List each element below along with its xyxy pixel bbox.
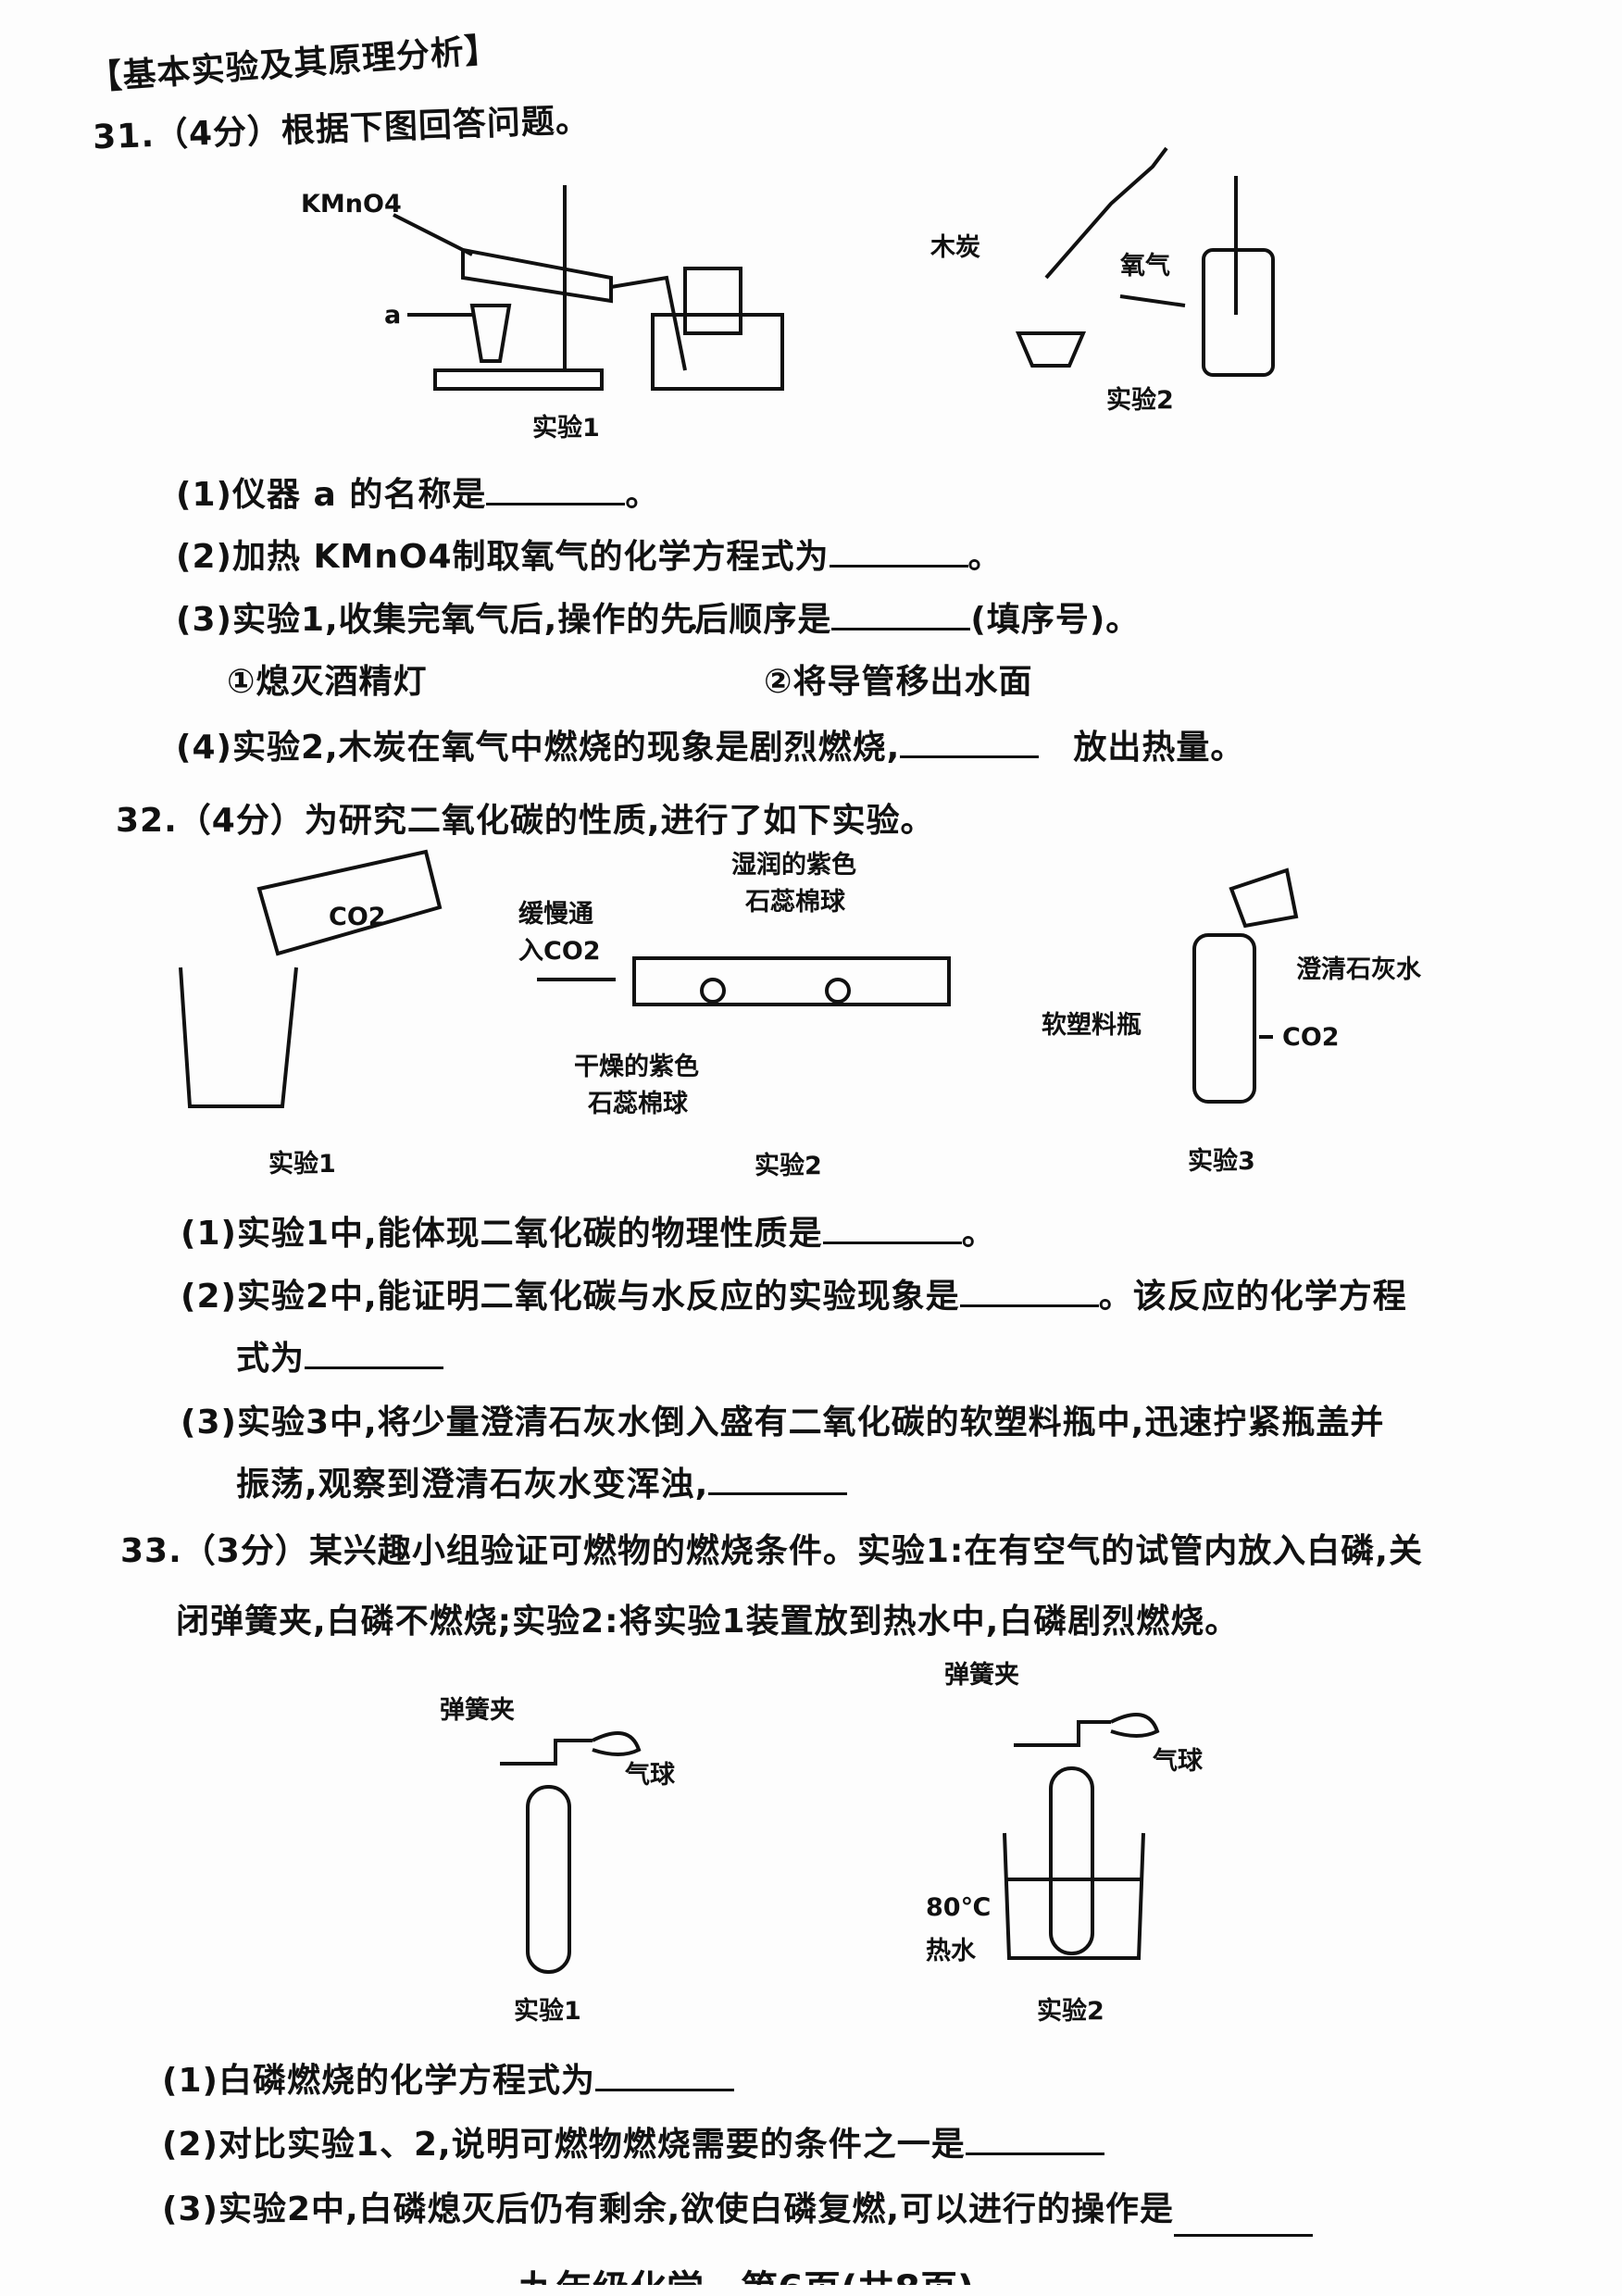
answer-blank[interactable] <box>1174 2206 1314 2237</box>
q32-item-3-cont: 振荡,观察到澄清石灰水变浑浊, <box>236 1457 848 1505</box>
kmno4-apparatus-drawing <box>393 185 784 391</box>
co2-experiments-drawing <box>179 849 1299 1108</box>
q31-3-mid: 顺序是 <box>729 601 832 639</box>
q31-item-4: (4)实验2,木炭在氧气中燃烧的现象是剧烈燃烧, 放出热量。 <box>176 720 1244 768</box>
exp1-caption: 实验1 <box>514 1997 581 2026</box>
exp3-caption: 实验3 <box>1188 1147 1255 1176</box>
charcoal-label: 木炭 <box>930 233 980 262</box>
kmno4-label: KMnO4 <box>301 190 402 218</box>
section-title: 【基本实验及其原理分析】 <box>87 31 501 98</box>
exp2-caption: 实验2 <box>1037 1997 1104 2026</box>
q32-item-3: (3)实验3中,将少量澄清石灰水倒入盛有二氧化碳的软塑料瓶中,迅速拧紧瓶盖并 <box>181 1404 1385 1441</box>
answer-blank[interactable] <box>486 475 626 505</box>
q33-item-2: (2)对比实验1、2,说明可燃物燃烧需要的条件之一是 <box>162 2117 1104 2165</box>
answer-blank[interactable] <box>959 1277 1099 1307</box>
a-label: a <box>384 301 402 330</box>
q31-2-text: (2)加热 KMnO4制取氧气的化学方程式为 <box>176 538 830 576</box>
q31-1-text: (1)仪器 a 的名称是 <box>176 476 487 514</box>
exp1-caption: 实验1 <box>268 1150 336 1179</box>
charcoal-burning-drawing <box>1015 146 1275 377</box>
q32-stem: 32.（4分）为研究二氧化碳的性质,进行了如下实验。 <box>116 802 935 840</box>
answer-blank[interactable] <box>822 1214 962 1244</box>
wet-litmus-label: 湿润的紫色 <box>731 851 856 880</box>
q32-item-1: (1)实验1中,能体现二氧化碳的物理性质是 。 <box>181 1206 996 1254</box>
q33-stem-2: 闭弹簧夹,白磷不燃烧;实验2:将实验1装置放到热水中,白磷剧烈燃烧。 <box>176 1603 1240 1641</box>
q31-1-post: 。 <box>625 476 660 514</box>
answer-blank[interactable] <box>965 2125 1104 2155</box>
q33-1-text: (1)白磷燃烧的化学方程式为 <box>162 2062 595 2100</box>
q31-option-2: ②将导管移出水面 <box>764 663 1033 701</box>
answer-blank[interactable] <box>829 537 968 568</box>
q31-2-post: 。 <box>967 538 1003 576</box>
answer-blank[interactable] <box>708 1465 848 1495</box>
q32-2-text: (2)实验2中,能证明二氧化碳与水反应的实验现象是 <box>181 1278 960 1316</box>
q32-item-2: (2)实验2中,能证明二氧化碳与水反应的实验现象是 。该反应的化学方程 <box>181 1269 1407 1317</box>
q33-stem: 33.（3分）某兴趣小组验证可燃物的燃烧条件。实验1:在有空气的试管内放入白磷,… <box>120 1532 1423 1570</box>
hot-water-label: 热水 <box>926 1937 976 1965</box>
q32-2-cont-text: 式为 <box>236 1340 306 1378</box>
q33-2-text: (2)对比实验1、2,说明可燃物燃烧需要的条件之一是 <box>162 2126 966 2164</box>
temperature-label: 80℃ <box>926 1893 992 1922</box>
q31-4-text: (4)实验2,木炭在氧气中燃烧的现象是剧烈燃烧, <box>176 729 901 767</box>
dry-litmus-label-2: 石蕊棉球 <box>588 1090 688 1118</box>
wet-litmus-label-2: 石蕊棉球 <box>745 888 845 917</box>
oxygen-label: 氧气 <box>1120 252 1170 281</box>
q31-item-2: (2)加热 KMnO4制取氧气的化学方程式为 。 <box>176 530 1003 578</box>
page-footer: 九年级化学 第6页(共8页) <box>518 2259 974 2285</box>
limewater-label: 澄清石灰水 <box>1296 955 1421 984</box>
phosphorus-experiments-drawing <box>500 1713 1160 1974</box>
exp1-caption: 实验1 <box>532 414 600 443</box>
answer-blank[interactable] <box>594 2061 734 2091</box>
co2-label-exp1: CO2 <box>329 903 386 931</box>
balloon-label: 气球 <box>625 1761 675 1790</box>
exp2-caption: 实验2 <box>755 1152 822 1180</box>
answer-blank[interactable] <box>831 600 971 630</box>
q33-item-3: (3)实验2中,白磷熄灭后仍有剩余,欲使白磷复燃,可以进行的操作是 <box>162 2182 1314 2237</box>
clip-label-2: 弹簧夹 <box>944 1661 1019 1690</box>
q32-2-post: 。该反应的化学方程 <box>1098 1278 1407 1316</box>
bottle-label: 软塑料瓶 <box>1042 1011 1142 1040</box>
q31-option-1: ①熄灭酒精灯 <box>227 663 428 701</box>
answer-blank[interactable] <box>305 1339 444 1369</box>
slow-in-label: 缓慢通 <box>518 900 593 929</box>
balloon-label-2: 气球 <box>1153 1747 1203 1776</box>
q32-1-text: (1)实验1中,能体现二氧化碳的物理性质是 <box>181 1215 823 1253</box>
q31-stem: 31.（4分）根据下图回答问题。 <box>92 101 591 157</box>
slow-in-label-2: 入CO2 <box>518 937 601 966</box>
q31-4-post: 放出热量。 <box>1073 729 1245 767</box>
q31-3-post: (填序号)。 <box>970 601 1141 639</box>
q31-item-3: (3)实验1,收集完氧气后,操作的先后顺序是 (填序号)。 <box>176 593 1140 641</box>
q31-item-1: (1)仪器 a 的名称是 。 <box>176 468 659 516</box>
q33-item-1: (1)白磷燃烧的化学方程式为 <box>162 2053 734 2102</box>
dry-litmus-label: 干燥的紫色 <box>574 1053 699 1081</box>
q32-item-2-cont: 式为 <box>236 1331 444 1379</box>
q32-1-post: 。 <box>961 1215 996 1253</box>
answer-blank[interactable] <box>900 728 1040 758</box>
co2-label-exp3: CO2 <box>1282 1023 1340 1052</box>
exp2-caption: 实验2 <box>1106 386 1174 415</box>
emphasis-text: 先后 <box>660 593 729 641</box>
q33-3-text: (3)实验2中,白磷熄灭后仍有剩余,欲使白磷复燃,可以进行的操作是 <box>162 2190 1175 2228</box>
q31-3-text: (3)实验1,收集完氧气后,操作的 <box>176 601 661 639</box>
clip-label: 弹簧夹 <box>440 1696 515 1725</box>
q32-3-cont-text: 振荡,观察到澄清石灰水变浑浊, <box>236 1466 709 1504</box>
